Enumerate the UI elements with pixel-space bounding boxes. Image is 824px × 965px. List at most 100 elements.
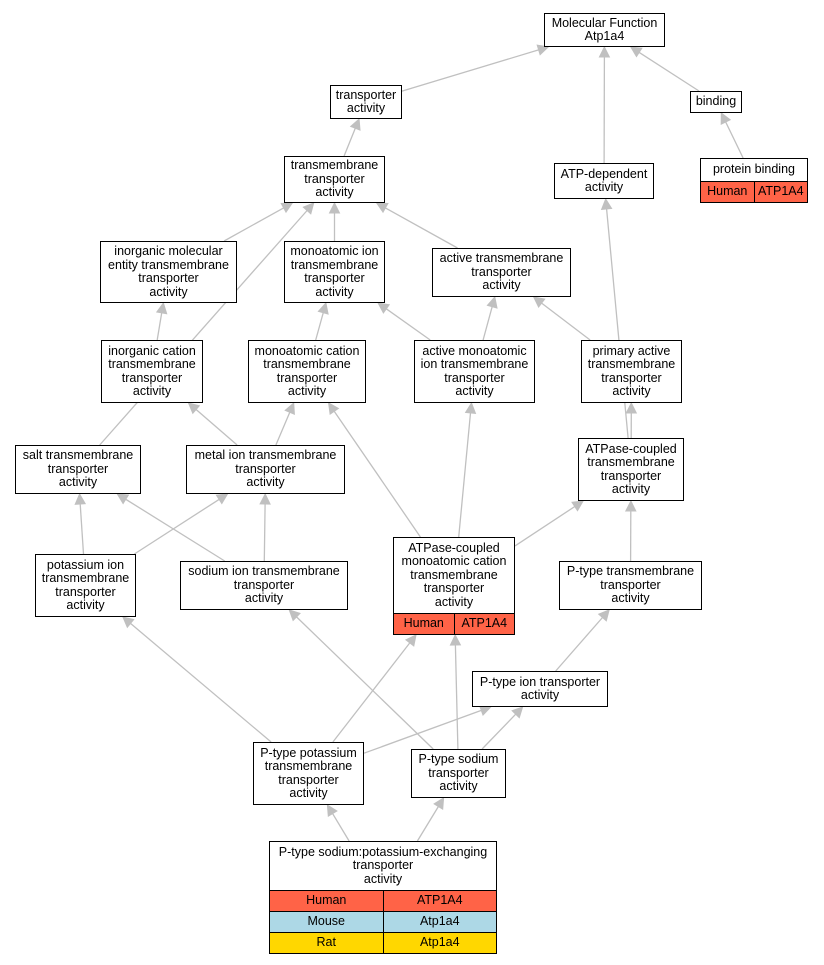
edge-salt_tta-to-transmembrane_transporter_activity	[99, 210, 308, 446]
species-cell: Rat	[316, 935, 336, 950]
edge-arrowhead	[629, 46, 643, 58]
edge-arrowhead	[597, 609, 610, 622]
edge-atpase_coupled_monoatomic_cation_tta-to-active_monoatomic_ion_tta	[458, 412, 472, 538]
annotation-row: Human ATP1A4	[394, 613, 514, 634]
edge-transmembrane_transporter_activity-to-transporter_activity	[343, 128, 356, 157]
edge-arrowhead	[377, 302, 391, 314]
node-p-type-sodium-transporter-activity[interactable]: P-type sodium transporter activity	[411, 749, 506, 798]
edge-arrowhead	[215, 493, 229, 505]
node-transporter-activity[interactable]: transporter activity	[330, 85, 402, 119]
edge-monoatomic_cation_tta-to-monoatomic_ion_tta	[315, 312, 324, 341]
node-monoatomic-ion-tta[interactable]: monoatomic ion transmembrane transporter…	[284, 241, 385, 303]
edge-arrowhead	[187, 402, 201, 415]
edge-p_type_ion_transporter_activity-to-p_type_tta	[555, 617, 603, 672]
node-potassium-ion-tta[interactable]: potassium ion transmembrane transporter …	[35, 554, 136, 617]
edge-arrowhead	[288, 609, 301, 622]
edge-potassium_ion_tta-to-metal_ion_tta	[134, 498, 220, 555]
node-molecular-function[interactable]: Molecular Function Atp1a4	[544, 13, 665, 47]
node-monoatomic-cation-tta[interactable]: monoatomic cation transmembrane transpor…	[248, 340, 366, 403]
gene-cell: ATP1A4	[453, 614, 515, 634]
edge-inorganic_cation_tta-to-inorganic_molecular_entity_tta	[156, 312, 163, 341]
gene-cell: ATP1A4	[382, 891, 497, 911]
edge-arrowhead	[317, 301, 329, 315]
gene-cell: Atp1a4	[382, 933, 497, 953]
edge-arrowhead	[404, 634, 417, 647]
node-label: protein binding	[712, 162, 795, 177]
edge-arrowhead	[116, 493, 130, 505]
edge-potassium_ion_tta-to-salt_tta	[79, 503, 85, 555]
node-transmembrane-transporter-activity[interactable]: transmembrane transporter activity	[284, 156, 385, 203]
edge-p_type_sodium_transporter_activity-to-atpase_coupled_monoatomic_cation_tta	[454, 644, 459, 750]
node-label: active monoatomic ion transmembrane tran…	[420, 343, 529, 398]
node-atpase-coupled-tta[interactable]: ATPase-coupled transmembrane transporter…	[578, 438, 684, 501]
node-sodium-ion-tta[interactable]: sodium ion transmembrane transporter act…	[180, 561, 348, 610]
edge-arrowhead	[625, 401, 638, 414]
node-label: P-type ion transporter activity	[479, 674, 601, 702]
edge-p_type_sodium_potassium_exchanging-to-p_type_sodium_transporter_activity	[416, 806, 439, 842]
edge-p_type_sodium_transporter_activity-to-sodium_ion_tta	[296, 616, 434, 750]
edge-arrowhead	[327, 402, 340, 415]
edge-arrowhead	[375, 202, 389, 214]
node-label: ATP-dependent activity	[560, 166, 648, 194]
edge-p_type_sodium_potassium_exchanging-to-p_type_potassium_tta	[332, 813, 350, 842]
edge-primary_active_tta-to-active_tta	[541, 302, 591, 341]
edge-arrowhead	[486, 295, 498, 309]
edge-arrowhead	[433, 797, 445, 810]
edge-binding-to-molecular_function	[638, 51, 700, 92]
edge-p_type_potassium_tta-to-potassium_ion_tta	[130, 622, 272, 743]
gene-cell: ATP1A4	[753, 182, 808, 202]
node-label: P-type potassium transmembrane transport…	[260, 745, 357, 800]
node-atpase-coupled-monoatomic-cation-tta[interactable]: ATPase-coupled monoatomic cation transme…	[393, 537, 515, 635]
node-primary-active-tta[interactable]: primary active transmembrane transporter…	[581, 340, 682, 403]
node-label: salt transmembrane transporter activity	[22, 448, 134, 490]
node-label: transporter activity	[335, 87, 397, 115]
node-label: ATPase-coupled transmembrane transporter…	[585, 441, 677, 496]
edge-arrowhead	[284, 401, 295, 415]
edge-arrowhead	[122, 616, 135, 629]
node-label: transmembrane transporter activity	[290, 158, 379, 200]
node-label: active transmembrane transporter activit…	[439, 251, 564, 293]
node-p-type-sodium-potassium-exchanging[interactable]: P-type sodium:potassium-exchanging trans…	[269, 841, 497, 954]
node-inorganic-cation-tta[interactable]: inorganic cation transmembrane transport…	[101, 340, 203, 403]
node-atp-dependent-activity[interactable]: ATP-dependent activity	[554, 163, 654, 199]
node-binding[interactable]: binding	[690, 91, 742, 113]
edge-protein_binding-to-binding	[725, 121, 744, 159]
species-cell: Human	[403, 616, 444, 631]
annotation-row: Rat Atp1a4	[270, 932, 496, 953]
node-p-type-tta[interactable]: P-type transmembrane transporter activit…	[559, 561, 702, 610]
node-p-type-ion-transporter-activity[interactable]: P-type ion transporter activity	[472, 671, 608, 707]
node-p-type-potassium-tta[interactable]: P-type potassium transmembrane transport…	[253, 742, 364, 805]
node-label: inorganic cation transmembrane transport…	[108, 343, 196, 398]
node-label: inorganic molecular entity transmembrane…	[108, 244, 229, 299]
node-active-monoatomic-ion-tta[interactable]: active monoatomic ion transmembrane tran…	[414, 340, 535, 403]
node-metal-ion-tta[interactable]: metal ion transmembrane transporter acti…	[186, 445, 345, 494]
node-salt-tta[interactable]: salt transmembrane transporter activity	[15, 445, 141, 494]
edge-arrowhead	[600, 197, 613, 210]
node-inorganic-molecular-entity-tta[interactable]: inorganic molecular entity transmembrane…	[100, 241, 237, 303]
edge-arrowhead	[598, 45, 611, 58]
node-active-tta[interactable]: active transmembrane transporter activit…	[432, 248, 571, 297]
node-label: Molecular Function Atp1a4	[551, 15, 658, 43]
edge-inorganic_molecular_entity_tta-to-transmembrane_transporter_activity	[223, 207, 284, 242]
edge-arrowhead	[280, 202, 294, 214]
edge-transporter_activity-to-molecular_function	[401, 49, 539, 92]
node-label: ATPase-coupled monoatomic cation transme…	[401, 540, 507, 609]
edge-arrowhead	[259, 492, 271, 505]
edge-arrowhead	[464, 401, 477, 414]
node-label: P-type sodium transporter activity	[418, 752, 499, 794]
edge-metal_ion_tta-to-monoatomic_cation_tta	[275, 411, 291, 446]
edge-p_type_potassium_tta-to-atpase_coupled_monoatomic_cation_tta	[332, 642, 411, 743]
edge-active_monoatomic_ion_tta-to-monoatomic_ion_tta	[385, 308, 431, 341]
edge-arrowhead	[328, 201, 341, 214]
edge-arrowhead	[720, 111, 732, 126]
edge-atpase_coupled_monoatomic_cation_tta-to-atpase_coupled_tta	[514, 505, 576, 547]
edge-arrowhead	[155, 301, 168, 315]
node-label: P-type sodium:potassium-exchanging trans…	[278, 844, 488, 886]
edge-arrowhead	[571, 500, 585, 512]
node-label: potassium ion transmembrane transporter …	[41, 557, 130, 612]
edge-p_type_sodium_transporter_activity-to-p_type_ion_transporter_activity	[481, 713, 517, 750]
